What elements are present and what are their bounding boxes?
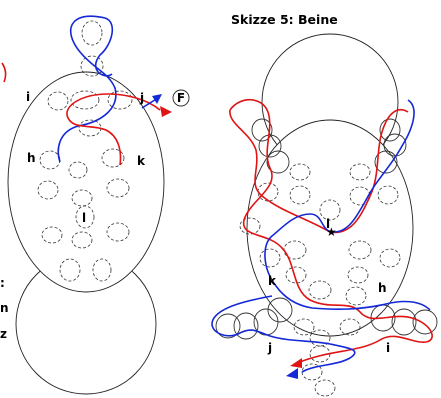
cut-text-2: n <box>0 301 9 315</box>
left-f-circle <box>172 89 190 107</box>
left-top-knot-1 <box>81 20 103 46</box>
right-spot <box>314 379 336 397</box>
right-loop <box>233 312 259 340</box>
left-spot <box>41 226 63 244</box>
right-red-arrow <box>290 358 302 368</box>
left-spot <box>37 180 59 200</box>
right-spot <box>349 163 371 181</box>
left-spot <box>106 178 130 198</box>
right-red-string <box>229 98 433 363</box>
right-spot <box>379 248 401 268</box>
left-spot <box>75 205 95 229</box>
right-loop <box>267 297 293 323</box>
right-loop <box>391 308 417 336</box>
label-left-j: j <box>139 91 144 105</box>
left-top-knot-3 <box>70 90 100 110</box>
right-body-oval <box>246 119 414 337</box>
right-loop <box>379 118 401 142</box>
right-sketch: Skizze 5: Beine <box>211 12 438 397</box>
label-right-k: k <box>268 274 277 288</box>
right-loop <box>412 309 438 335</box>
left-spot <box>92 258 112 282</box>
left-top-knot-2 <box>80 55 104 77</box>
left-spot <box>59 258 81 282</box>
label-left-i: i <box>26 90 30 104</box>
left-spot <box>106 222 130 242</box>
label-right-h: h <box>378 281 387 295</box>
label-right-i: i <box>386 341 390 355</box>
left-red-string <box>66 93 161 166</box>
right-blue-string <box>264 99 431 311</box>
label-right-l: l <box>326 217 330 231</box>
right-spot <box>239 217 261 235</box>
right-blue-arrow <box>286 368 298 379</box>
left-spot <box>71 231 93 249</box>
right-loop <box>374 150 398 174</box>
right-spot <box>309 329 331 347</box>
left-top-knot-4 <box>107 90 133 110</box>
right-loop <box>251 118 273 142</box>
red-edge-arc <box>1 62 7 83</box>
sketch-title: Skizze 5: Beine <box>231 12 338 27</box>
right-blue-string-b <box>211 295 356 373</box>
right-spot <box>348 240 372 260</box>
label-left-l: l <box>82 211 86 225</box>
label-left-h: h <box>27 151 36 165</box>
right-spot <box>319 199 341 221</box>
left-top-knot-5 <box>47 91 69 111</box>
right-spot <box>301 363 323 381</box>
cut-text-1: : <box>0 276 5 290</box>
right-spot <box>259 248 281 268</box>
label-f: F <box>177 91 185 105</box>
right-spot <box>289 163 311 181</box>
right-spot <box>293 318 315 336</box>
label-left-k: k <box>137 154 146 168</box>
right-loop <box>266 150 290 174</box>
right-spot <box>345 286 367 306</box>
right-spot <box>347 266 369 284</box>
right-spot <box>308 280 332 300</box>
right-spot <box>289 185 311 205</box>
right-loop <box>215 313 241 339</box>
right-spot <box>257 182 279 202</box>
left-red-arrow <box>160 106 172 117</box>
left-body-oval <box>7 71 165 293</box>
left-blue-arrow <box>152 94 162 104</box>
label-right-j: j <box>267 341 272 355</box>
left-spot <box>71 189 93 207</box>
cut-text-3: z <box>0 327 7 341</box>
left-spot <box>101 148 125 168</box>
star-icon: ★ <box>326 225 337 239</box>
right-spot <box>285 266 307 284</box>
right-loop <box>258 134 282 158</box>
right-spot <box>377 185 399 205</box>
left-spot <box>68 161 88 179</box>
left-blue-string <box>57 15 117 163</box>
left-sketch: F i j h k l : n z <box>0 15 190 395</box>
right-spot <box>339 318 361 336</box>
